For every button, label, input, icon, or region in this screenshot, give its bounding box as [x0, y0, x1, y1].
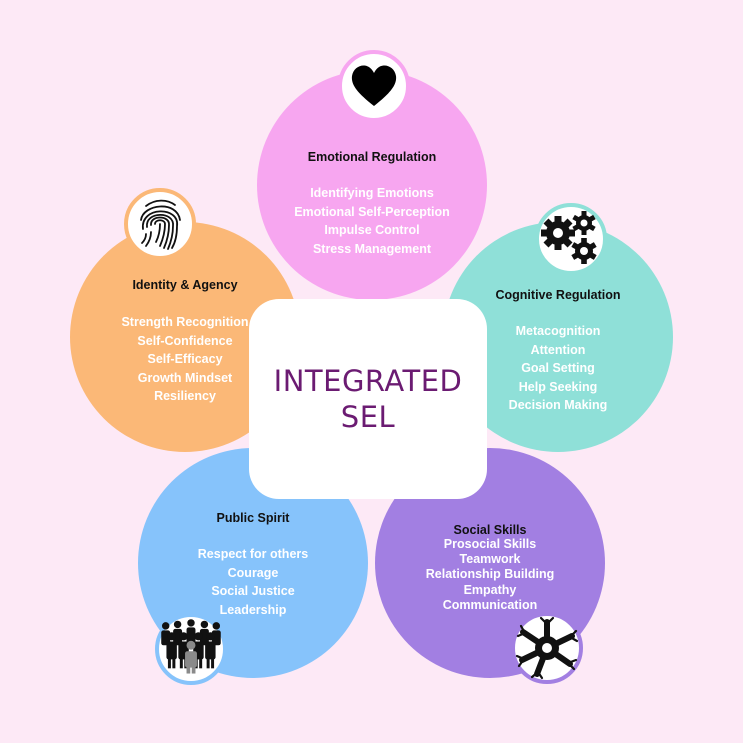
list-item: Decision Making	[508, 398, 608, 412]
emotional-badge	[338, 50, 410, 122]
emotional-regulation-list: Identifying Emotions Emotional Self-Perc…	[257, 184, 487, 258]
list-item: Strength Recognition	[121, 315, 249, 329]
list-item: Relationship Building	[425, 567, 555, 582]
identity-agency-title: Identity & Agency	[132, 278, 238, 292]
public-spirit-title: Public Spirit	[216, 511, 290, 525]
list-item: Empathy	[463, 582, 517, 597]
list-item: Courage	[227, 565, 279, 580]
list-item: Teamwork	[459, 552, 521, 567]
list-item: Stress Management	[312, 241, 432, 256]
list-item: Resiliency	[154, 389, 216, 403]
list-item: Respect for others	[197, 547, 309, 561]
cognitive-regulation-list: Metacognition Attention Goal Setting Hel…	[443, 322, 673, 415]
list-item: Impulse Control	[324, 223, 420, 237]
cognitive-badge	[535, 203, 607, 275]
list-item: Self-Confidence	[137, 333, 233, 348]
list-item: Communication	[442, 597, 538, 612]
gears-icon	[541, 211, 597, 264]
list-item: Help Seeking	[518, 379, 598, 394]
center-card: INTEGRATED SEL	[249, 299, 487, 499]
list-item: Leadership	[219, 602, 287, 617]
list-item: Metacognition	[515, 324, 601, 338]
identity-agency-list: Strength Recognition Self-Confidence Sel…	[70, 313, 300, 406]
emotional-regulation-title: Emotional Regulation	[307, 150, 437, 164]
cognitive-regulation-title: Cognitive Regulation	[495, 288, 621, 302]
fingerprint-icon	[140, 199, 181, 250]
identity-badge	[124, 188, 196, 260]
list-item: Goal Setting	[521, 361, 595, 375]
list-item: Social Justice	[211, 584, 295, 598]
list-item: Attention	[530, 342, 586, 357]
list-item: Self-Efficacy	[147, 352, 223, 366]
social-skills-badge	[511, 612, 583, 684]
joined-hands-icon	[515, 616, 579, 680]
social-skills-list: Prosocial Skills Teamwork Relationship B…	[375, 537, 605, 613]
social-skills-title: Social Skills	[453, 523, 527, 537]
center-title-line-2: SEL	[340, 400, 396, 434]
center-title-line-1: INTEGRATED	[273, 364, 463, 398]
public-spirit-list: Respect for others Courage Social Justic…	[138, 545, 368, 619]
list-item: Prosocial Skills	[443, 537, 537, 551]
public-spirit-badge	[155, 613, 227, 685]
people-group-icon	[161, 619, 221, 674]
list-item: Identifying Emotions	[310, 186, 434, 200]
heart-icon	[351, 65, 397, 106]
list-item: Emotional Self-Perception	[294, 204, 450, 219]
list-item: Growth Mindset	[137, 370, 233, 385]
